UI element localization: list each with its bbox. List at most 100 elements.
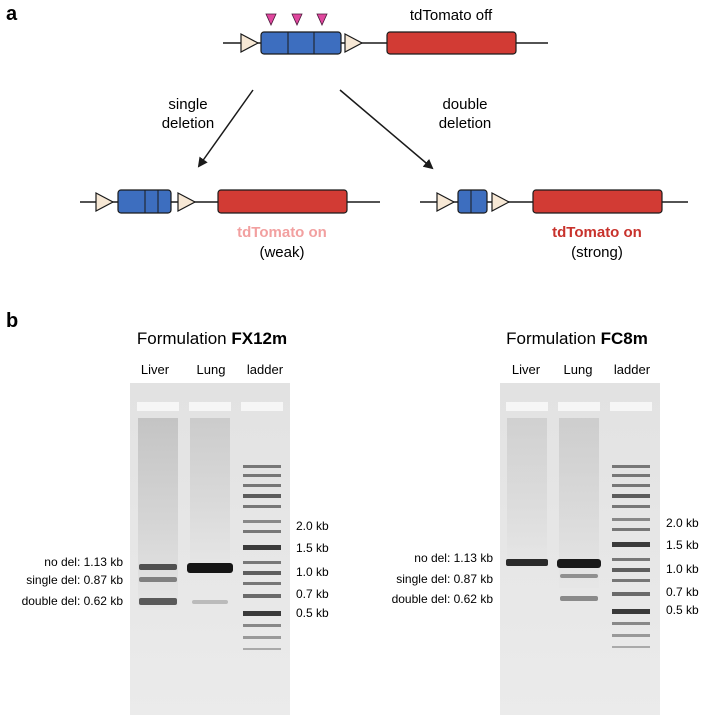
- ladder-band: [243, 494, 281, 498]
- loxp-site: [177, 192, 197, 212]
- lane-label-ladder: ladder: [614, 362, 651, 377]
- tdtomato-gene: [217, 189, 348, 214]
- ladder-band: [612, 622, 650, 625]
- ladder-label: 2.0 kb: [296, 519, 329, 533]
- lane-label-lung: Lung: [197, 362, 226, 377]
- band-single-del: [139, 577, 177, 582]
- band-label-single-del: single del: 0.87 kb: [396, 572, 493, 586]
- tdtomato-gene: [532, 189, 663, 214]
- gel-well: [558, 402, 600, 411]
- lane-smear: [190, 418, 230, 568]
- ladder-label: 1.0 kb: [296, 565, 329, 579]
- gel-fc8m: Formulation FC8m Liver Lung ladder: [392, 329, 699, 715]
- ladder-band: [612, 558, 650, 561]
- band-double-del: [192, 600, 228, 604]
- band-double-del: [560, 596, 598, 601]
- ladder-band: [243, 624, 281, 627]
- ladder-band: [612, 646, 650, 648]
- gel-well: [241, 402, 283, 411]
- ladder-label: 0.7 kb: [666, 585, 699, 599]
- band-no-del: [506, 559, 548, 566]
- loxp-site: [95, 192, 115, 212]
- ladder-band: [243, 636, 281, 639]
- ladder-band: [612, 494, 650, 498]
- gel-title-bold: FX12m: [231, 329, 287, 348]
- ladder-band: [612, 484, 650, 487]
- ladder-band: [612, 465, 650, 468]
- loxp-site: [436, 192, 456, 212]
- ladder-band: [243, 505, 281, 508]
- ladder-band-1-5kb: [612, 542, 650, 547]
- ladder-band: [612, 505, 650, 508]
- single-deletion-label-1: single: [168, 96, 207, 113]
- band-single-del: [560, 574, 598, 578]
- ladder-band-1-0kb: [612, 568, 650, 572]
- band-label-double-del: double del: 0.62 kb: [22, 594, 124, 608]
- ladder-band: [243, 648, 281, 650]
- double-deletion-arrow: [339, 89, 434, 170]
- lane-label-liver: Liver: [512, 362, 541, 377]
- construct-single-deletion: tdTomato on (weak): [80, 189, 380, 261]
- ladder-band-0-7kb: [243, 594, 281, 598]
- loxp-site: [240, 33, 260, 53]
- guide-marker-icon: [316, 13, 328, 26]
- ladder-band-0-7kb: [612, 592, 650, 596]
- ladder-label: 0.5 kb: [296, 606, 329, 620]
- gel-well: [506, 402, 548, 411]
- ladder-band-1-0kb: [243, 571, 281, 575]
- ladder-label: 0.7 kb: [296, 587, 329, 601]
- gel-title-prefix: Formulation: [137, 329, 231, 348]
- single-deletion-label-2: deletion: [162, 115, 215, 132]
- ladder-band: [243, 474, 281, 477]
- band-label-no-del: no del: 1.13 kb: [414, 551, 493, 565]
- ladder-band-0-5kb: [243, 611, 281, 616]
- ladder-band: [612, 634, 650, 637]
- ladder-label: 1.5 kb: [296, 541, 329, 555]
- band-label-no-del: no del: 1.13 kb: [44, 555, 123, 569]
- band-label-double-del: double del: 0.62 kb: [392, 592, 494, 606]
- gel-title: Formulation FX12m: [137, 329, 287, 348]
- band-no-del: [139, 564, 177, 570]
- weak-label: (weak): [259, 244, 304, 261]
- ladder-band: [612, 474, 650, 477]
- lane-label-liver: Liver: [141, 362, 170, 377]
- lane-label-lung: Lung: [564, 362, 593, 377]
- gel-well: [610, 402, 652, 411]
- tdtomato-gene: [386, 31, 517, 55]
- lane-label-ladder: ladder: [247, 362, 284, 377]
- ladder-band: [243, 484, 281, 487]
- panel-b-label: b: [6, 310, 18, 332]
- band-label-single-del: single del: 0.87 kb: [26, 573, 123, 587]
- construct-top: tdTomato off: [223, 7, 548, 55]
- stop-cassette: [260, 31, 342, 55]
- double-deletion-label-2: deletion: [439, 115, 492, 132]
- ladder-band: [243, 465, 281, 468]
- gel-title-bold: FC8m: [601, 329, 648, 348]
- loxp-site: [491, 192, 511, 212]
- ladder-label: 1.0 kb: [666, 562, 699, 576]
- tdtomato-off-label: tdTomato off: [410, 7, 493, 24]
- tdtomato-on-strong-label: tdTomato on: [552, 224, 642, 241]
- ladder-band: [612, 528, 650, 531]
- ladder-band-0-5kb: [612, 609, 650, 614]
- ladder-label: 1.5 kb: [666, 538, 699, 552]
- ladder-band-1-5kb: [243, 545, 281, 550]
- tdtomato-on-weak-label: tdTomato on: [237, 224, 327, 241]
- ladder-label: 2.0 kb: [666, 516, 699, 530]
- gel-well: [189, 402, 231, 411]
- stop-cassette: [457, 189, 488, 214]
- guide-marker-icon: [291, 13, 303, 26]
- gel-title-prefix: Formulation: [506, 329, 600, 348]
- panel-a-label: a: [6, 3, 18, 25]
- ladder-band: [612, 518, 650, 521]
- guide-marker-icon: [265, 13, 277, 26]
- band-double-del: [139, 598, 177, 605]
- lane-smear: [138, 418, 178, 608]
- ladder-band: [243, 530, 281, 533]
- ladder-band: [243, 561, 281, 564]
- single-deletion-arrow: [197, 89, 254, 168]
- ladder-band: [243, 582, 281, 585]
- strong-label: (strong): [571, 244, 623, 261]
